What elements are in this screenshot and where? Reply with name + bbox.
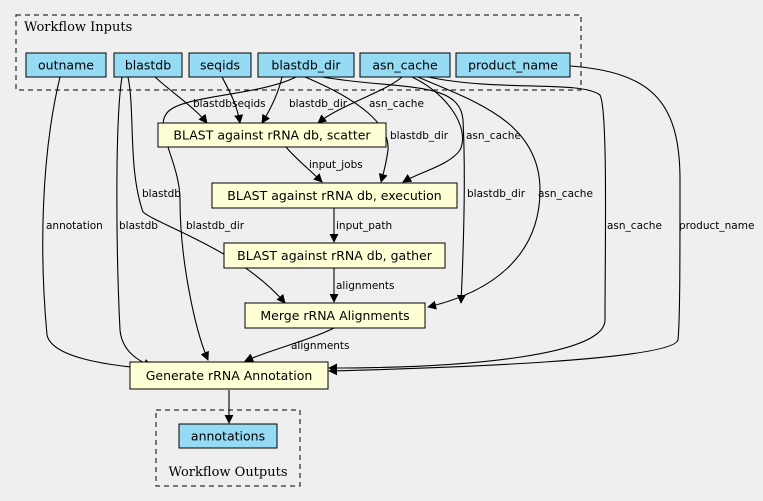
edge-asn_cache-generate bbox=[328, 76, 607, 373]
edge-label-blastdb_dir-execution: blastdb_dir bbox=[390, 130, 449, 142]
edge-label-execution-gather: input_path bbox=[336, 220, 392, 232]
edge-label-blastdb-merge: blastdb bbox=[142, 188, 181, 200]
edge-label-product_name-generate: product_name bbox=[679, 220, 754, 232]
input-node-blastdb_dir-label: blastdb_dir bbox=[271, 58, 341, 73]
edge-asn_cache-merge bbox=[417, 76, 541, 310]
edge-label-asn_cache-scatter: asn_cache bbox=[369, 98, 424, 110]
edge-label-blastdb-generate: blastdb bbox=[119, 220, 158, 232]
edge-blastdb_dir-generate bbox=[162, 76, 297, 361]
step-node-scatter[interactable]: BLAST against rRNA db, scatter bbox=[157, 122, 387, 148]
input-nodes: outname blastdb seqids blastdb_dir asn_c… bbox=[25, 52, 571, 78]
input-node-seqids[interactable]: seqids bbox=[188, 52, 252, 78]
input-node-product_name-label: product_name bbox=[468, 58, 558, 73]
workflow-outputs-label: Workflow Outputs bbox=[169, 465, 288, 480]
edge-outname-generate bbox=[42, 76, 141, 372]
edge-scatter-execution bbox=[285, 146, 323, 183]
edge-labels: blastdb seqids blastdb_dir asn_cache bla… bbox=[46, 98, 754, 352]
edge-blastdb-scatter bbox=[154, 76, 208, 124]
edge-label-merge-generate: alignments bbox=[291, 340, 350, 352]
input-node-seqids-label: seqids bbox=[200, 58, 240, 73]
edge-label-asn_cache-execution: asn_cache bbox=[466, 130, 521, 142]
input-node-blastdb_dir[interactable]: blastdb_dir bbox=[257, 52, 355, 78]
edge-label-outname-generate: annotation bbox=[46, 220, 103, 232]
step-nodes: BLAST against rRNA db, scatter BLAST aga… bbox=[129, 122, 458, 390]
edge-label-blastdb_dir-generate: blastdb_dir bbox=[186, 220, 245, 232]
workflow-outputs-cluster bbox=[155, 409, 301, 487]
edge-label-blastdb_dir-scatter: blastdb_dir bbox=[289, 98, 348, 110]
edge-label-scatter-execution: input_jobs bbox=[309, 159, 363, 171]
step-node-gather[interactable]: BLAST against rRNA db, gather bbox=[223, 242, 446, 269]
edge-blastdb_dir-scatter bbox=[261, 76, 283, 124]
workflow-inputs-cluster bbox=[15, 14, 582, 91]
input-node-outname[interactable]: outname bbox=[25, 52, 107, 78]
edges bbox=[42, 65, 681, 424]
input-node-product_name[interactable]: product_name bbox=[455, 52, 571, 78]
edge-product_name-generate bbox=[328, 65, 681, 376]
edge-asn_cache-scatter bbox=[317, 76, 403, 124]
output-node-annotations[interactable]: annotations bbox=[178, 423, 278, 449]
edge-asn_cache-execution bbox=[402, 76, 464, 183]
output-node-annotations-label: annotations bbox=[191, 429, 265, 444]
step-node-gather-label: BLAST against rRNA db, gather bbox=[237, 248, 433, 263]
edge-label-asn_cache-generate: asn_cache bbox=[607, 220, 662, 232]
step-node-merge[interactable]: Merge rRNA Alignments bbox=[244, 302, 426, 329]
step-node-generate-label: Generate rRNA Annotation bbox=[146, 368, 313, 383]
edge-blastdb-generate bbox=[116, 76, 153, 368]
input-node-asn_cache[interactable]: asn_cache bbox=[359, 52, 451, 78]
input-node-outname-label: outname bbox=[38, 58, 94, 73]
input-node-blastdb[interactable]: blastdb bbox=[113, 52, 183, 78]
edge-merge-generate bbox=[244, 327, 335, 362]
edge-label-gather-merge: alignments bbox=[336, 280, 395, 292]
edge-blastdb_dir-execution bbox=[304, 76, 389, 183]
workflow-inputs-label: Workflow Inputs bbox=[24, 20, 132, 35]
step-node-scatter-label: BLAST against rRNA db, scatter bbox=[173, 128, 371, 143]
step-node-execution-label: BLAST against rRNA db, execution bbox=[227, 188, 441, 203]
edge-label-blastdb_dir-merge: blastdb_dir bbox=[467, 188, 526, 200]
edge-label-blastdb-scatter: blastdb bbox=[193, 98, 232, 110]
edge-seqids-scatter bbox=[221, 76, 244, 124]
step-node-generate[interactable]: Generate rRNA Annotation bbox=[129, 361, 329, 390]
step-node-execution[interactable]: BLAST against rRNA db, execution bbox=[211, 182, 458, 209]
step-node-merge-label: Merge rRNA Alignments bbox=[260, 308, 409, 323]
input-node-asn_cache-label: asn_cache bbox=[372, 58, 438, 73]
edge-label-asn_cache-merge: asn_cache bbox=[538, 188, 593, 200]
edge-blastdb_dir-merge bbox=[321, 76, 466, 304]
edge-label-seqids-scatter: seqids bbox=[232, 98, 266, 110]
input-node-blastdb-label: blastdb bbox=[125, 58, 171, 73]
